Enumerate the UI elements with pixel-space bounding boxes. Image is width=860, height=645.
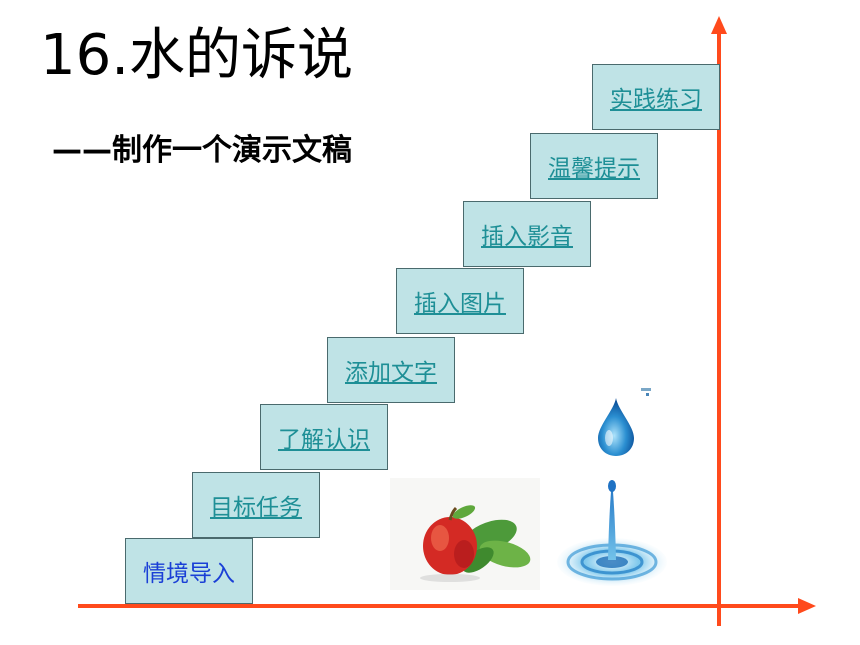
step-button-3[interactable]: 了解认识 bbox=[260, 404, 388, 470]
slide-title: 16.水的诉说 bbox=[40, 23, 354, 88]
step-button-2[interactable]: 目标任务 bbox=[192, 472, 320, 538]
x-axis-arrow-icon bbox=[798, 598, 816, 614]
y-axis-arrow-icon bbox=[711, 16, 727, 34]
apple-image bbox=[390, 478, 540, 590]
step-button-1[interactable]: 情境导入 bbox=[125, 538, 253, 604]
step-label-6: 插入影音 bbox=[481, 224, 573, 250]
step-button-7[interactable]: 温馨提示 bbox=[530, 133, 658, 199]
step-label-4: 添加文字 bbox=[345, 360, 437, 386]
slide-subtitle: ——制作一个演示文稿 bbox=[52, 133, 352, 168]
step-label-7: 温馨提示 bbox=[548, 156, 640, 182]
step-label-3: 了解认识 bbox=[278, 427, 370, 453]
small-mark-icon bbox=[641, 388, 651, 396]
step-button-5[interactable]: 插入图片 bbox=[396, 268, 524, 334]
step-label-8: 实践练习 bbox=[610, 87, 702, 113]
step-label-5: 插入图片 bbox=[414, 291, 506, 317]
water-drop-image bbox=[598, 398, 634, 456]
step-button-4[interactable]: 添加文字 bbox=[327, 337, 455, 403]
step-button-8[interactable]: 实践练习 bbox=[592, 64, 720, 130]
step-label-1: 情境导入 bbox=[143, 561, 235, 587]
water-splash-image bbox=[557, 480, 667, 586]
step-label-2: 目标任务 bbox=[210, 495, 302, 521]
step-button-6[interactable]: 插入影音 bbox=[463, 201, 591, 267]
